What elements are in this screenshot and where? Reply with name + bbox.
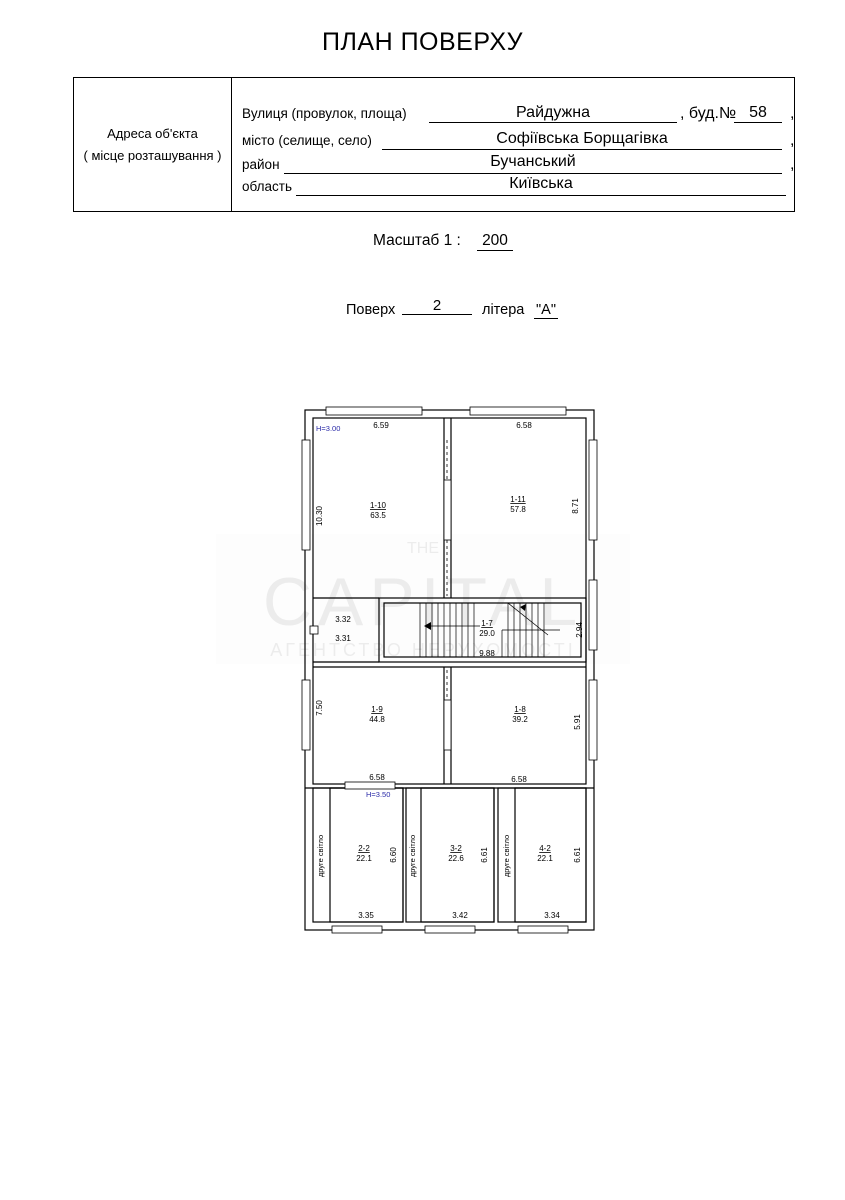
room-number: 1-9 bbox=[371, 705, 383, 714]
dimension-label: 5.91 bbox=[573, 714, 582, 730]
stair-arrow-icon bbox=[424, 622, 431, 630]
staircase bbox=[419, 602, 560, 657]
window bbox=[588, 679, 598, 761]
dimension-label: 3.42 bbox=[452, 911, 468, 920]
address-table: Адреса об'єкта ( місце розташування ) Ву… bbox=[73, 77, 795, 212]
letter-value: "А" bbox=[534, 302, 558, 319]
stair-arrow-line bbox=[507, 602, 549, 636]
dimension-label: 3.34 bbox=[544, 911, 560, 920]
room-area: 22.1 bbox=[356, 854, 372, 863]
window bbox=[517, 925, 569, 934]
second-light-label: друге світло bbox=[316, 835, 325, 877]
window bbox=[301, 679, 311, 751]
scale-label: Масштаб 1 : bbox=[373, 232, 461, 249]
lower-room-3-2-inner bbox=[420, 787, 495, 923]
room-number: 2-2 bbox=[358, 844, 370, 853]
door-opening bbox=[443, 699, 452, 751]
window bbox=[325, 406, 423, 416]
dimension-label: 6.58 bbox=[369, 773, 385, 782]
dimension-label: 2.94 bbox=[575, 622, 584, 638]
address-label: Адреса об'єкта bbox=[107, 125, 198, 141]
city-value: Софіївська Борщагівка bbox=[496, 130, 668, 147]
watermark-subtext: АГЕНТСТВО НЕРУХОМОСТІ bbox=[270, 640, 575, 660]
dimension-label: 10.30 bbox=[315, 505, 324, 526]
address-label-cell: Адреса об'єкта ( місце розташування ) bbox=[74, 78, 232, 211]
window bbox=[331, 925, 383, 934]
room-number: 1-11 bbox=[510, 495, 526, 504]
street-underline bbox=[429, 122, 677, 123]
district-underline bbox=[284, 173, 782, 174]
building-value: 58 bbox=[749, 104, 767, 121]
district-label: район bbox=[242, 157, 280, 172]
room-area: 39.2 bbox=[512, 715, 528, 724]
door-opening bbox=[443, 479, 452, 541]
window bbox=[588, 579, 598, 651]
dimension-label: 6.60 bbox=[389, 847, 398, 863]
building-label: , буд.№ bbox=[680, 105, 737, 122]
window bbox=[301, 439, 311, 551]
room-number: 4-2 bbox=[539, 844, 551, 853]
stair-core-inner bbox=[383, 602, 582, 658]
room-number: 1-10 bbox=[370, 501, 387, 510]
page-title: ПЛАН ПОВЕРХУ bbox=[322, 28, 523, 56]
window bbox=[588, 439, 598, 541]
watermark: THE CAPITAL АГЕНТСТВО НЕРУХОМОСТІ bbox=[216, 534, 630, 664]
height-label-upper: Н=3.00 bbox=[316, 424, 340, 433]
scale-value: 200 bbox=[477, 232, 513, 251]
comma: , bbox=[790, 105, 795, 122]
room-number: 1-7 bbox=[481, 619, 493, 628]
stair-arrow-icon bbox=[520, 604, 526, 611]
city-label: місто (селище, село) bbox=[242, 133, 372, 148]
room-area: 57.8 bbox=[510, 505, 526, 514]
room-number: 3-2 bbox=[450, 844, 462, 853]
dimension-label: 3.32 bbox=[335, 615, 351, 624]
comma: , bbox=[790, 156, 795, 173]
second-light-label: друге світло bbox=[408, 835, 417, 877]
window bbox=[344, 781, 396, 790]
room-area: 63.5 bbox=[370, 511, 386, 520]
watermark-background bbox=[216, 534, 630, 664]
room-number: 1-8 bbox=[514, 705, 526, 714]
region-label: область bbox=[242, 179, 292, 194]
dimension-label: 6.61 bbox=[573, 847, 582, 863]
height-label-lower: Н=3.50 bbox=[366, 790, 390, 799]
dimension-label: 6.59 bbox=[373, 421, 389, 430]
street-value: Райдужна bbox=[516, 104, 590, 121]
floor-label: Поверх bbox=[346, 302, 396, 318]
second-light-label: друге світло bbox=[502, 835, 511, 877]
room-area: 44.8 bbox=[369, 715, 385, 724]
door-opening bbox=[309, 625, 319, 635]
window bbox=[469, 406, 567, 416]
street-label: Вулиця (провулок, площа) bbox=[242, 106, 407, 121]
watermark-small-text: THE bbox=[407, 540, 439, 557]
dimension-label: 7.50 bbox=[315, 700, 324, 716]
dimension-label: 3.31 bbox=[335, 634, 351, 643]
dimension-label: 6.61 bbox=[480, 847, 489, 863]
location-label: ( місце розташування ) bbox=[83, 147, 222, 163]
building-underline bbox=[734, 122, 782, 123]
scale: Масштаб 1 : 200 bbox=[373, 232, 513, 251]
dimension-label: 8.71 bbox=[571, 498, 580, 514]
room-area: 22.6 bbox=[448, 854, 464, 863]
dimension-label: 6.58 bbox=[511, 775, 527, 784]
dimension-label: 9.88 bbox=[479, 649, 495, 658]
dimension-label: 6.58 bbox=[516, 421, 532, 430]
comma: , bbox=[790, 132, 795, 149]
stair-core-wall bbox=[378, 597, 587, 663]
region-value: Київська bbox=[509, 175, 573, 192]
lower-room-4-2-inner bbox=[514, 787, 587, 923]
window bbox=[424, 925, 476, 934]
floor-value: 2 bbox=[402, 297, 472, 315]
district-value: Бучанський bbox=[490, 153, 576, 170]
city-underline bbox=[382, 149, 782, 150]
dimension-label: 3.35 bbox=[358, 911, 374, 920]
room-area: 29.0 bbox=[479, 629, 495, 638]
letter-label: літера bbox=[482, 302, 525, 318]
room-area: 22.1 bbox=[537, 854, 553, 863]
region-underline bbox=[296, 195, 786, 196]
